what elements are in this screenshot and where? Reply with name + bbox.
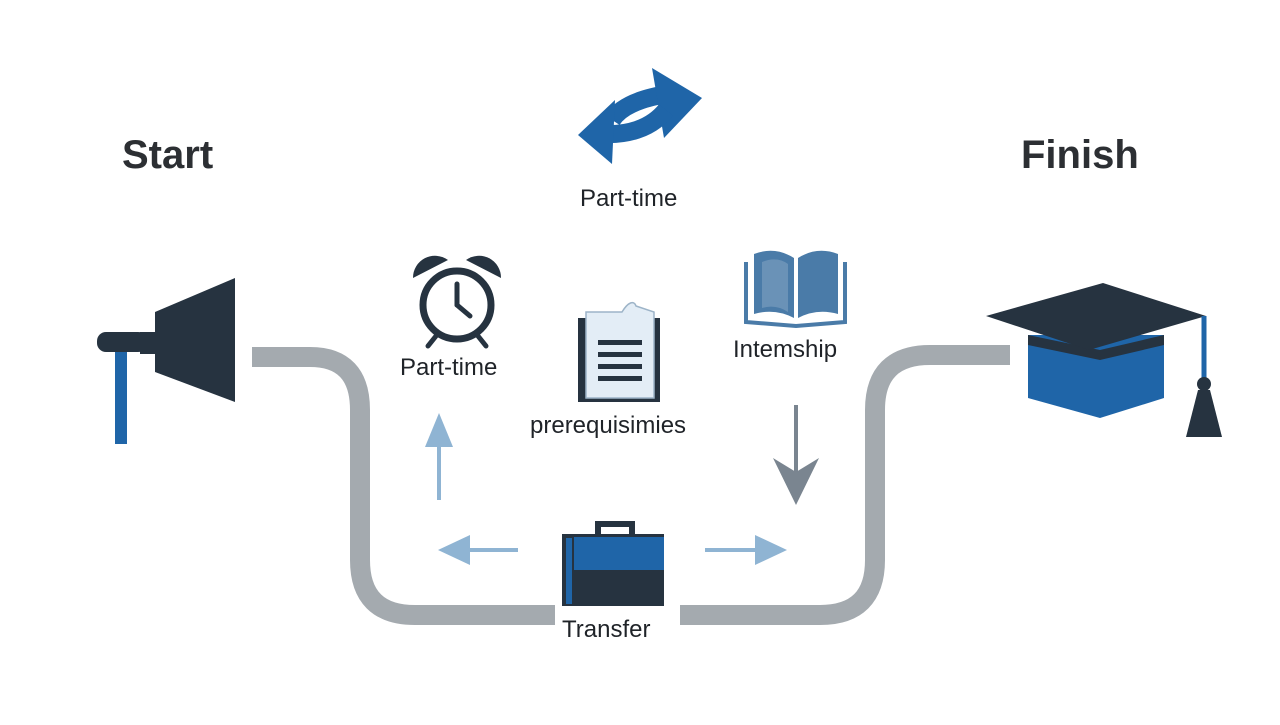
transfer-label: Transfer <box>562 616 651 643</box>
top-part-time-label: Part-time <box>580 185 678 212</box>
clock-part-time-label: Part-time <box>400 354 498 381</box>
arrow-down-icon <box>773 405 819 505</box>
megaphone-icon <box>97 278 235 444</box>
prerequisites-label: prerequisimies <box>530 412 687 439</box>
internship-label: Intemship <box>733 336 838 363</box>
start-label: Start <box>122 133 214 177</box>
document-icon <box>578 301 660 402</box>
finish-label: Finish <box>1021 133 1139 177</box>
arrow-right-icon <box>705 535 787 565</box>
graduation-cap-icon <box>986 283 1222 437</box>
swap-arrows-icon <box>578 68 702 164</box>
arrow-up-icon <box>425 413 453 500</box>
open-book-icon <box>744 250 847 329</box>
arrow-left-icon <box>438 535 518 565</box>
path-left <box>252 347 555 625</box>
alarm-clock-icon <box>412 255 502 349</box>
path-right <box>680 345 1010 625</box>
briefcase-icon <box>562 521 664 606</box>
